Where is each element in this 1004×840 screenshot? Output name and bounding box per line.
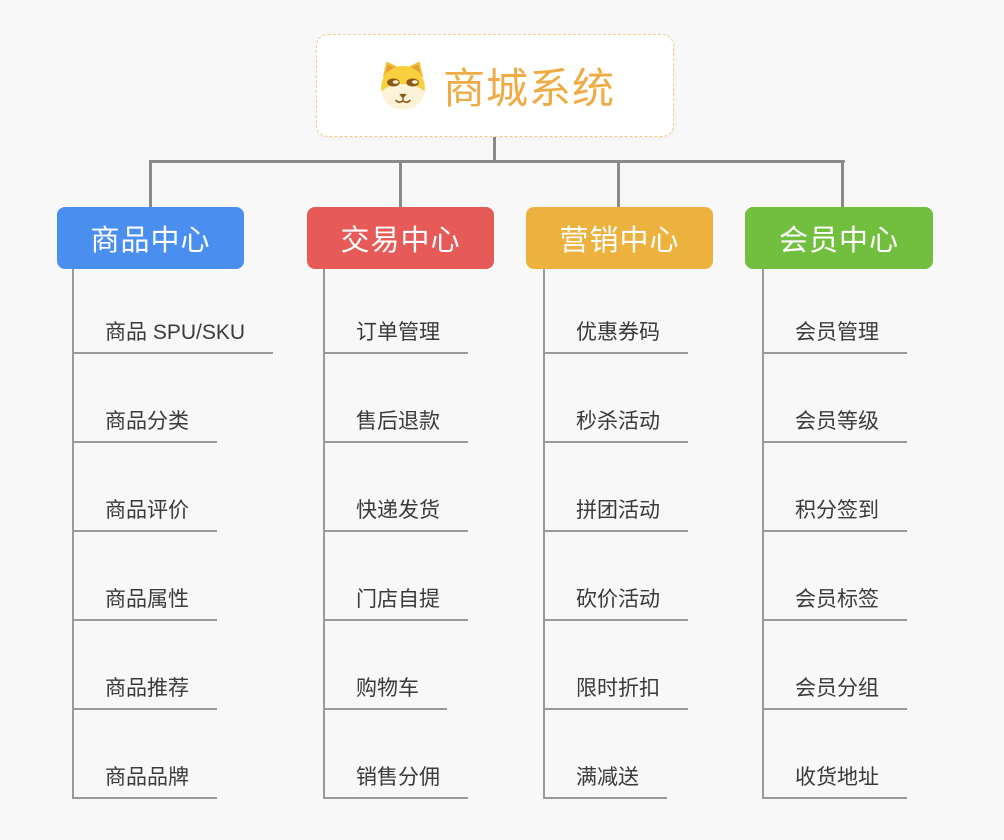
branch-node-member-center[interactable]: 会员中心 — [745, 207, 933, 269]
leaf-node[interactable]: 商品评价 — [72, 496, 217, 532]
connector-drop-marketing — [617, 160, 620, 209]
leaf-node[interactable]: 满减送 — [543, 763, 667, 799]
leaf-node[interactable]: 商品分类 — [72, 407, 217, 443]
leaf-node[interactable]: 拼团活动 — [543, 496, 688, 532]
branch-node-marketing-center[interactable]: 营销中心 — [526, 207, 713, 269]
branch-trunk-trade — [323, 269, 325, 799]
branch-trunk-member — [762, 269, 764, 799]
branch-node-product-center[interactable]: 商品中心 — [57, 207, 244, 269]
connector-drop-member — [841, 160, 844, 209]
leaf-node[interactable]: 积分签到 — [762, 496, 907, 532]
leaf-node[interactable]: 限时折扣 — [543, 674, 688, 710]
branch-trunk-marketing — [543, 269, 545, 799]
leaf-node[interactable]: 秒杀活动 — [543, 407, 688, 443]
leaf-node[interactable]: 销售分佣 — [323, 763, 468, 799]
leaf-node[interactable]: 商品品牌 — [72, 763, 217, 799]
dog-face-icon — [375, 58, 431, 114]
leaf-node[interactable]: 收货地址 — [762, 763, 907, 799]
connector-horizontal-bus — [149, 160, 845, 163]
root-node[interactable]: 商城系统 — [316, 34, 674, 137]
leaf-node[interactable]: 会员等级 — [762, 407, 907, 443]
connector-drop-product — [149, 160, 152, 209]
leaf-node[interactable]: 商品属性 — [72, 585, 217, 621]
branch-trunk-product — [72, 269, 74, 799]
leaf-node[interactable]: 会员标签 — [762, 585, 907, 621]
leaf-node[interactable]: 会员分组 — [762, 674, 907, 710]
leaf-node[interactable]: 订单管理 — [323, 318, 468, 354]
leaf-node[interactable]: 会员管理 — [762, 318, 907, 354]
connector-root-stem — [493, 137, 496, 163]
leaf-node[interactable]: 售后退款 — [323, 407, 468, 443]
root-title: 商城系统 — [442, 65, 615, 112]
leaf-node[interactable]: 快递发货 — [323, 496, 468, 532]
leaf-node[interactable]: 砍价活动 — [543, 585, 688, 621]
leaf-node[interactable]: 商品推荐 — [72, 674, 217, 710]
leaf-node[interactable]: 优惠券码 — [543, 318, 688, 354]
leaf-node[interactable]: 商品 SPU/SKU — [72, 318, 274, 354]
leaf-node[interactable]: 门店自提 — [323, 585, 468, 621]
leaf-node[interactable]: 购物车 — [323, 674, 447, 710]
branch-node-trade-center[interactable]: 交易中心 — [307, 207, 494, 269]
connector-drop-trade — [399, 160, 402, 209]
